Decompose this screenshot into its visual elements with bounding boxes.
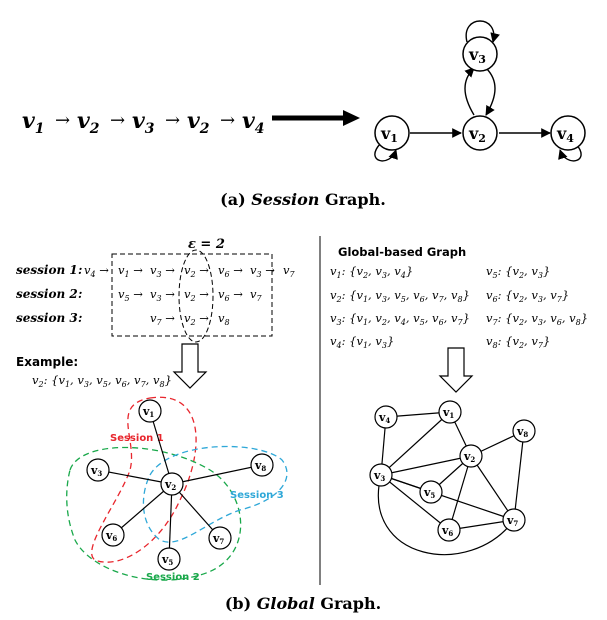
example-title: Example:: [16, 355, 78, 369]
svg-text:v7: v7: [283, 263, 296, 279]
hull-session-1: [91, 396, 197, 563]
svg-text:v3: {v1, v2, v4, v5, v6, v7}: v3: {v1, v2, v4, v5, v6, v7}: [330, 311, 470, 327]
down-arrow-right: [438, 347, 474, 393]
left-node-v1: v1: [138, 399, 162, 423]
seq-item-1: v1: [22, 108, 45, 137]
seq-item-4: v2: [187, 108, 210, 137]
session-sequence: v1 → v2 → v3 → v2 → v4: [22, 108, 265, 137]
seq-arrow: →: [55, 110, 70, 131]
svg-text:v6: {v2, v3, v7}: v6: {v2, v3, v7}: [486, 288, 569, 304]
node-v2: v2: [462, 115, 498, 151]
neighbor-sets: v1: {v2, v3, v4} v2: {v1, v3, v5, v6, v7…: [330, 264, 588, 350]
global-graph-title: Global-based Graph: [338, 245, 466, 259]
label-session-1: Session 1: [110, 433, 164, 444]
svg-text:v2 →: v2 →: [184, 263, 209, 279]
session-row-2: session 2 : v5 → v3 → v2 → v6 → v7: [16, 287, 263, 303]
label-session-3: Session 3: [230, 490, 284, 501]
svg-text:session 3: session 3: [16, 311, 78, 325]
svg-text:v8: {v2, v7}: v8: {v2, v7}: [486, 334, 550, 350]
right-graph-nodes: v1 v2 v3 v4 v5 v6 v7 v8: [369, 400, 536, 542]
edge-v3-v2: [485, 67, 496, 116]
label-session-2: Session 2: [146, 572, 200, 583]
down-arrow-left: [172, 343, 208, 389]
right-node-v4: v4: [374, 405, 398, 429]
seq-item-5: v4: [242, 108, 265, 137]
svg-text:v4: {v1, v3}: v4: {v1, v3}: [330, 334, 394, 350]
right-node-v3: v3: [369, 463, 393, 487]
node-v1: v1: [374, 115, 410, 151]
seq-item-3: v3: [132, 108, 155, 137]
svg-text:v4 →: v4 →: [84, 263, 109, 279]
edge-v2-v3: [464, 67, 475, 116]
session-graph-edges: [374, 20, 582, 162]
window-box: [111, 253, 273, 337]
svg-text:v4: v4: [556, 124, 574, 145]
svg-text:v2: v2: [468, 124, 486, 145]
svg-text:v2 →: v2 →: [184, 287, 209, 303]
svg-text:v7: v7: [250, 287, 263, 303]
left-graph-edges: [97, 410, 263, 560]
svg-text:session 2: session 2: [16, 287, 78, 301]
caption-a: (a) Session Graph.: [220, 190, 386, 209]
left-node-v3: v3: [86, 458, 110, 482]
left-node-v5: v5: [157, 547, 181, 571]
svg-text:v3 →: v3 →: [250, 263, 275, 279]
svg-text:v7 →: v7 →: [150, 311, 175, 327]
seq-arrow: →: [220, 110, 235, 131]
svg-text::: :: [78, 263, 82, 277]
svg-text:v5 →: v5 →: [118, 287, 143, 303]
node-v3: v3: [462, 36, 498, 72]
svg-text::: :: [78, 287, 82, 301]
right-node-v8: v8: [512, 419, 536, 443]
svg-text:v6 →: v6 →: [218, 287, 243, 303]
example-set: v2: {v1, v3, v5, v6, v7, v8}: [32, 373, 172, 389]
svg-text:v1: v1: [380, 124, 398, 145]
seq-item-2: v2: [77, 108, 100, 137]
session-row-1: session 1 : v4 → v1 → v3 → v2 → v6 → v3 …: [16, 263, 296, 279]
svg-text:v1 →: v1 →: [118, 263, 143, 279]
hull-session-2: [66, 446, 242, 581]
svg-text:v3 →: v3 →: [150, 263, 175, 279]
self-loop-v1: [374, 143, 398, 162]
svg-text:v5: {v2, v3}: v5: {v2, v3}: [486, 264, 550, 280]
right-node-v5: v5: [419, 480, 443, 504]
right-node-v7: v7: [502, 508, 526, 532]
svg-text:v7: {v2, v3, v6, v8}: v7: {v2, v3, v6, v8}: [486, 311, 588, 327]
svg-text:v6 →: v6 →: [218, 263, 243, 279]
svg-text:v3: v3: [468, 45, 486, 66]
transform-arrow: [272, 110, 360, 126]
svg-text:session 1: session 1: [16, 263, 78, 277]
session-hulls: [66, 396, 288, 581]
node-v4: v4: [550, 115, 586, 151]
svg-text:v3 →: v3 →: [150, 287, 175, 303]
svg-text::: :: [78, 311, 82, 325]
left-node-v6: v6: [101, 523, 125, 547]
self-loop-v4: [558, 143, 582, 162]
session-row-3: session 3 : v7 → v2 → v8: [16, 311, 230, 327]
svg-text:v2: {v1, v3, v5, v6, v7, v8}: v2: {v1, v3, v5, v6, v7, v8}: [330, 288, 470, 304]
svg-text:v1: {v2, v3, v4}: v1: {v2, v3, v4}: [330, 264, 413, 280]
hull-session-3: [142, 445, 288, 543]
left-node-v8: v8: [250, 453, 274, 477]
epsilon-label: ε = 2: [188, 237, 225, 252]
right-node-v1: v1: [438, 400, 462, 424]
svg-text:v8: v8: [218, 311, 230, 327]
left-node-v2: v2: [160, 472, 184, 496]
self-loop-v3: [465, 20, 500, 43]
svg-text:v2 →: v2 →: [184, 311, 209, 327]
caption-b: (b) Global Graph.: [225, 594, 381, 613]
session-graph-nodes: v1 v2 v3 v4: [374, 36, 586, 151]
right-node-v2: v2: [459, 444, 483, 468]
right-node-v6: v6: [437, 518, 461, 542]
left-node-v7: v7: [208, 526, 232, 550]
window-ellipse: [178, 249, 214, 343]
left-graph-nodes: v1 v2 v3 v5 v6 v7 v8: [86, 399, 274, 571]
seq-arrow: →: [110, 110, 125, 131]
seq-arrow: →: [165, 110, 180, 131]
